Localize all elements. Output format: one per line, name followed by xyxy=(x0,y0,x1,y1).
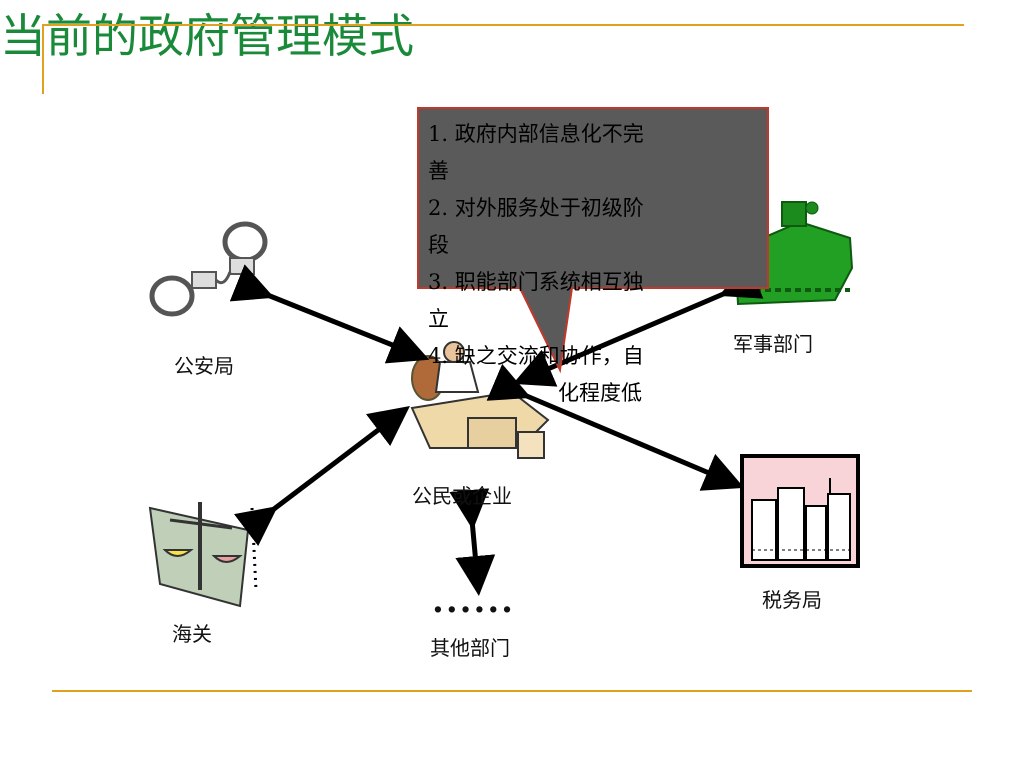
top-accent-line xyxy=(42,24,964,26)
callout-line-8: 化程度低 xyxy=(558,381,642,405)
arrow-other-citizen xyxy=(449,488,496,596)
label-military: 军事部门 xyxy=(733,332,813,356)
connection-arrows xyxy=(229,261,764,596)
slide-title: 当前的政府管理模式 xyxy=(0,9,414,63)
callout-bubble xyxy=(417,107,769,374)
callout-line-4: 段 xyxy=(428,233,449,257)
bottom-accent-line xyxy=(52,690,972,692)
callout-line-2: 善 xyxy=(428,159,449,183)
handcuffs-icon xyxy=(149,221,268,317)
label-other: 其他部门 xyxy=(430,636,510,660)
label-tax: 税务局 xyxy=(762,588,822,612)
city-buildings-icon xyxy=(740,454,860,568)
label-police: 公安局 xyxy=(174,354,234,378)
label-customs: 海关 xyxy=(172,622,212,646)
arrow-police-citizen xyxy=(229,264,430,364)
callout-line-6: 立 xyxy=(428,307,449,331)
arrow-tax-citizen xyxy=(486,363,745,491)
callout-line-5: 3. 职能部门系统相互独 xyxy=(428,270,644,294)
callout-line-3: 2. 对外服务处于初级阶 xyxy=(428,196,644,220)
label-citizen: 公民或企业 xyxy=(412,484,512,508)
label-other-dots: ...... xyxy=(432,581,516,621)
arrow-customs-citizen xyxy=(234,405,410,547)
left-accent-line xyxy=(42,24,44,94)
callout-line-1: 1. 政府内部信息化不完 xyxy=(428,122,644,146)
callout-text: 1. 政府内部信息化不完 善 2. 对外服务处于初级阶 段 3. 职能部门系统相… xyxy=(428,116,738,412)
callout-line-7: 4. 缺之交流和协作，自 xyxy=(428,344,644,368)
scales-icon xyxy=(148,502,258,608)
